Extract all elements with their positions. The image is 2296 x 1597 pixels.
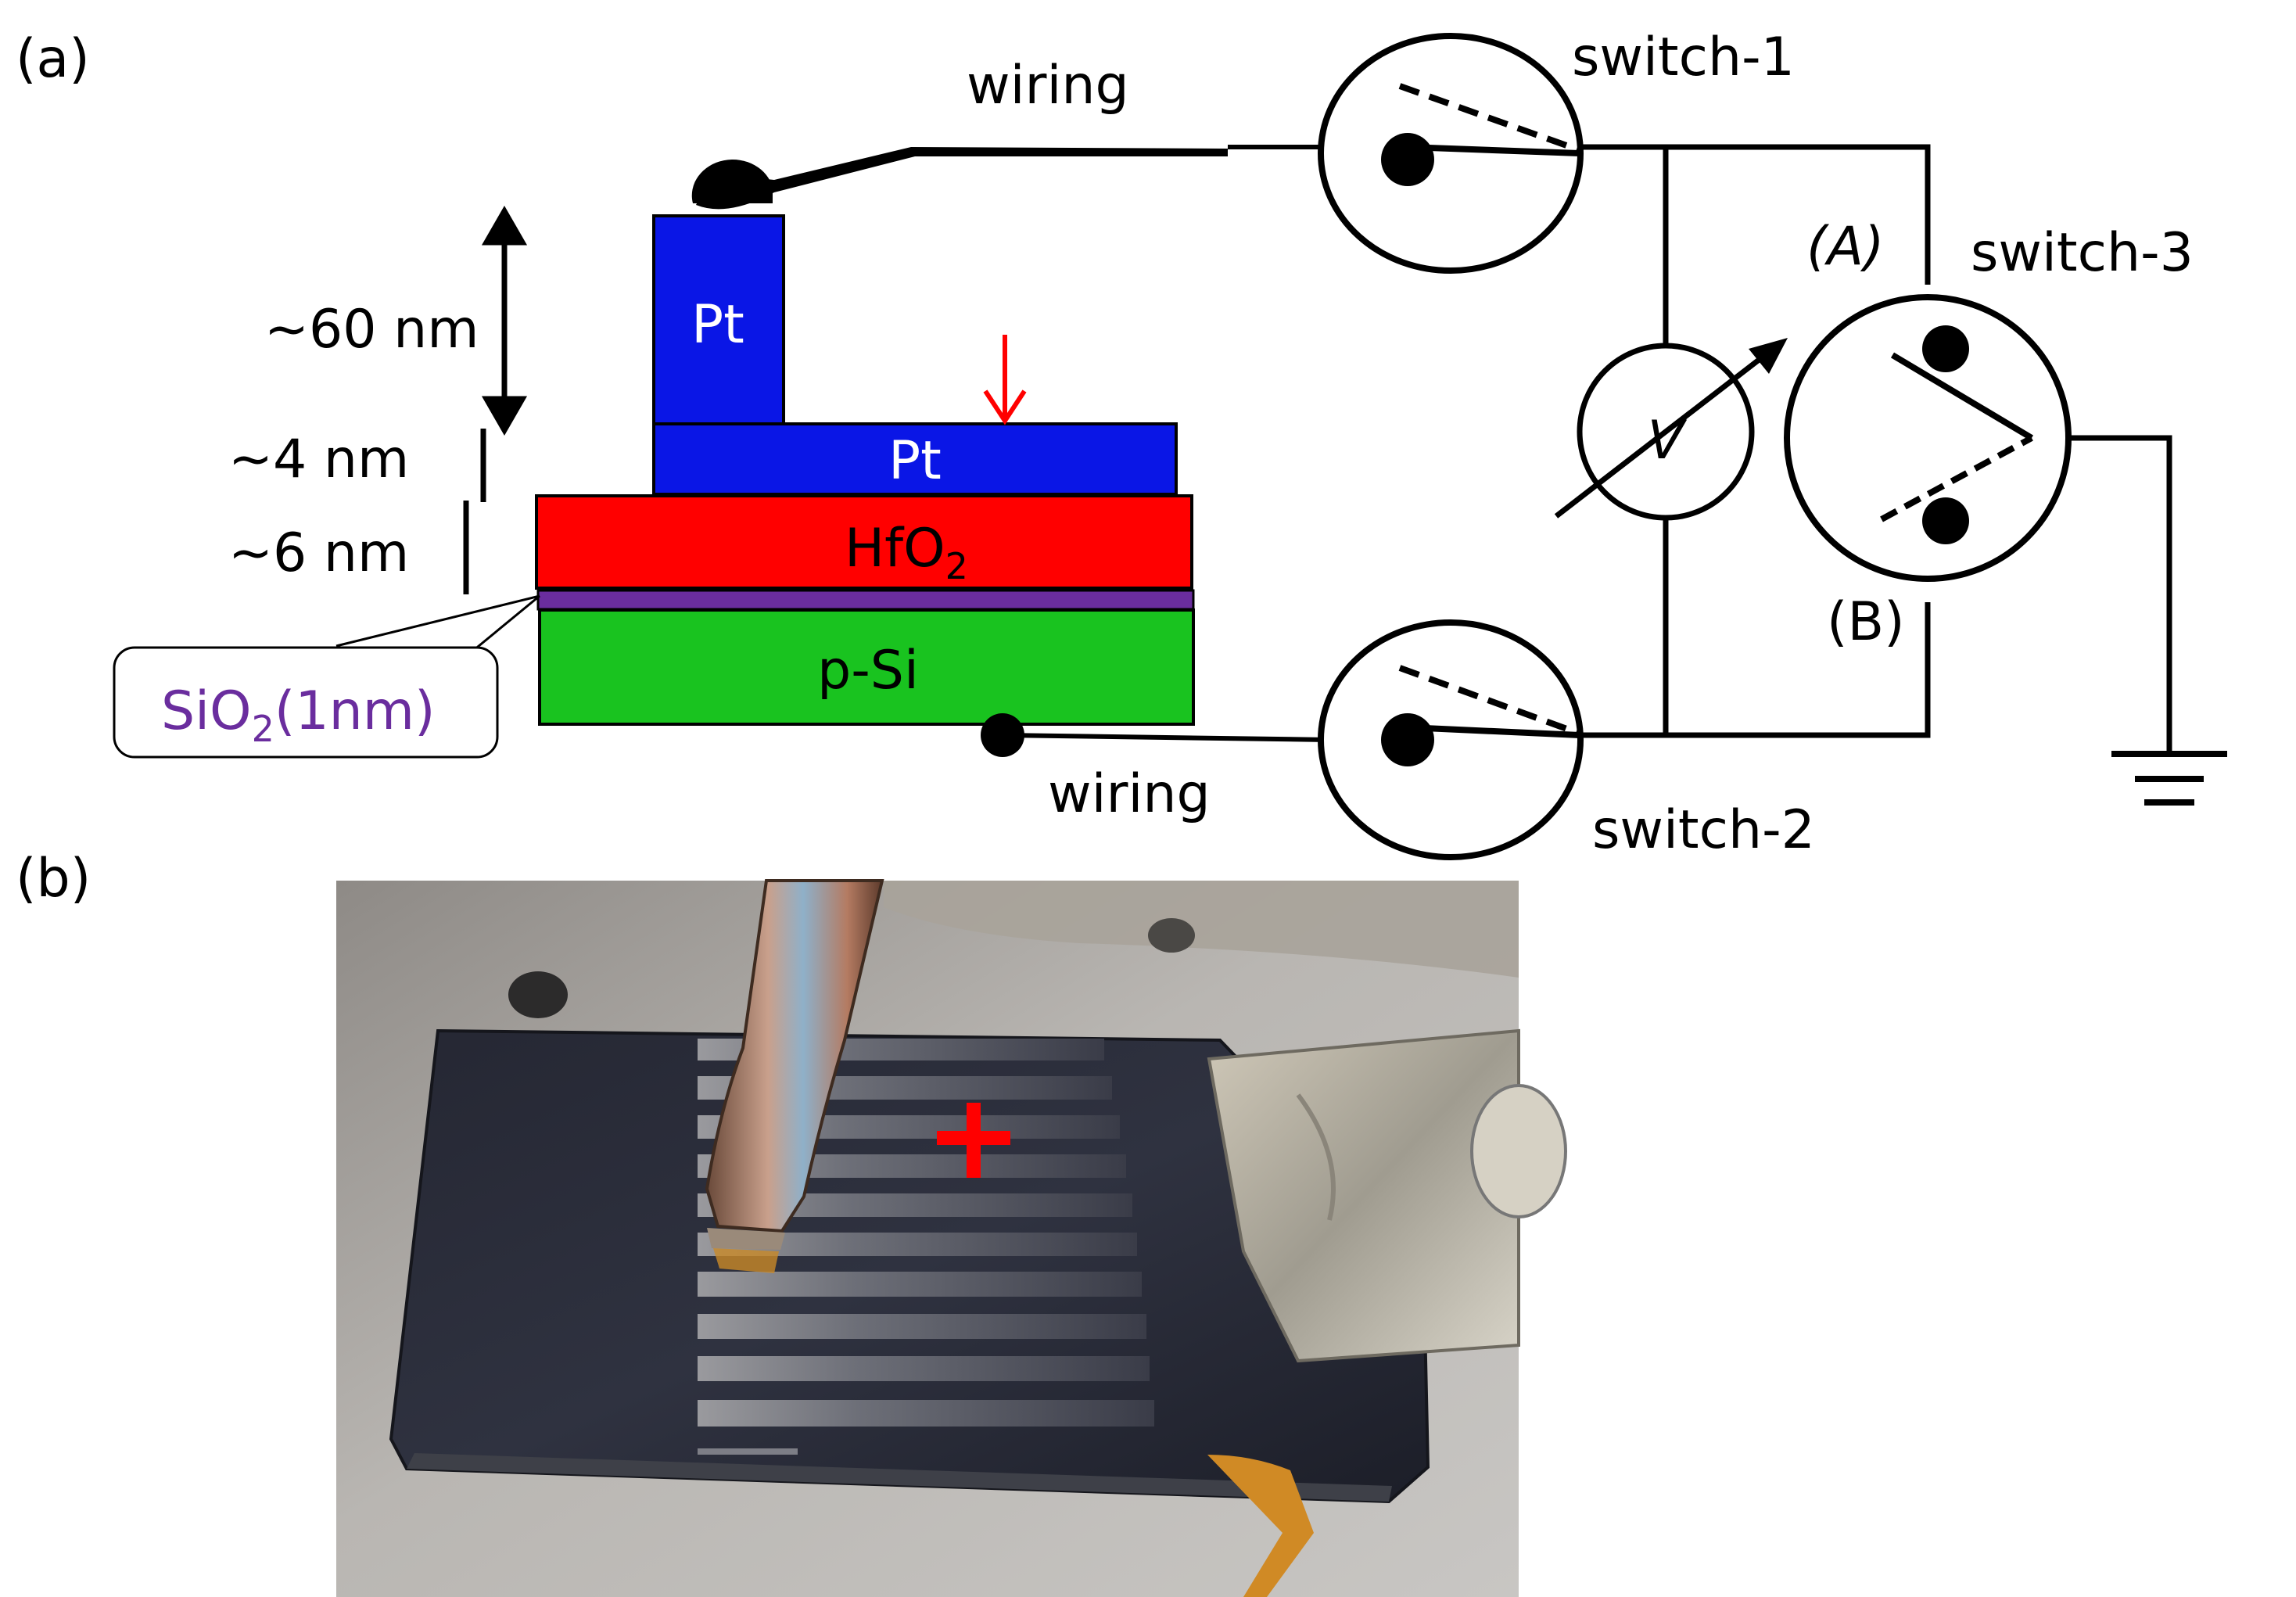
measurement-point-arrow-icon xyxy=(983,335,1027,425)
metal-clamp xyxy=(1207,1028,1567,1363)
hfo2-layer xyxy=(535,494,1193,590)
pt-pillar xyxy=(652,214,785,425)
measurement-point-cross-icon xyxy=(937,1103,1010,1178)
variable-voltmeter-icon: V xyxy=(1554,338,1788,521)
hfo2-label: HfO2 xyxy=(845,518,968,587)
sio2-layer xyxy=(536,589,1195,611)
switch-2-icon xyxy=(1318,619,1584,860)
pt-pillar-label: Pt xyxy=(691,294,744,356)
panel-b-label: (b) xyxy=(16,848,91,910)
height-arrow-icon xyxy=(481,205,528,436)
pt-film-label: Pt xyxy=(888,430,942,492)
sio2-callout-label: SiO2(1nm) xyxy=(161,680,436,750)
thickness-6nm: ~6 nm xyxy=(228,522,409,584)
circuit-wires xyxy=(1580,144,2172,754)
terminal-b-label: (B) xyxy=(1827,591,1905,653)
layer-stack: Pt Pt HfO2 p-Si xyxy=(535,214,1195,726)
thickness-4nm: ~4 nm xyxy=(228,429,409,490)
wiring-top-label: wiring xyxy=(967,55,1129,117)
bottom-wire xyxy=(1207,1455,1314,1597)
voltmeter-label: V xyxy=(1648,410,1688,472)
thickness-60nm: ~60 nm xyxy=(264,299,479,361)
thickness-annotations: ~60 nm ~4 nm ~6 nm xyxy=(228,205,528,594)
wiring-bottom-label: wiring xyxy=(1048,763,1211,825)
switch-1-label: switch-1 xyxy=(1572,27,1795,88)
panel-a-label: (a) xyxy=(16,28,90,90)
top-wiring: wiring xyxy=(691,55,1329,210)
sio2-callout: SiO2(1nm) xyxy=(113,594,540,759)
switch-3-label: switch-3 xyxy=(1971,222,2194,284)
switch-2-label: switch-2 xyxy=(1592,799,1815,861)
switch-3-icon xyxy=(1784,294,2072,582)
probe-tip xyxy=(705,879,884,1273)
ground-symbol-icon xyxy=(2111,751,2227,806)
bottom-wiring: wiring xyxy=(981,713,1330,825)
sample-photo xyxy=(336,879,1567,1597)
psi-substrate xyxy=(538,608,1195,726)
psi-label: p-Si xyxy=(817,640,919,702)
terminal-a-label: (A) xyxy=(1806,216,1885,278)
switch-1-icon xyxy=(1318,33,1584,274)
pt-film xyxy=(652,422,1178,496)
